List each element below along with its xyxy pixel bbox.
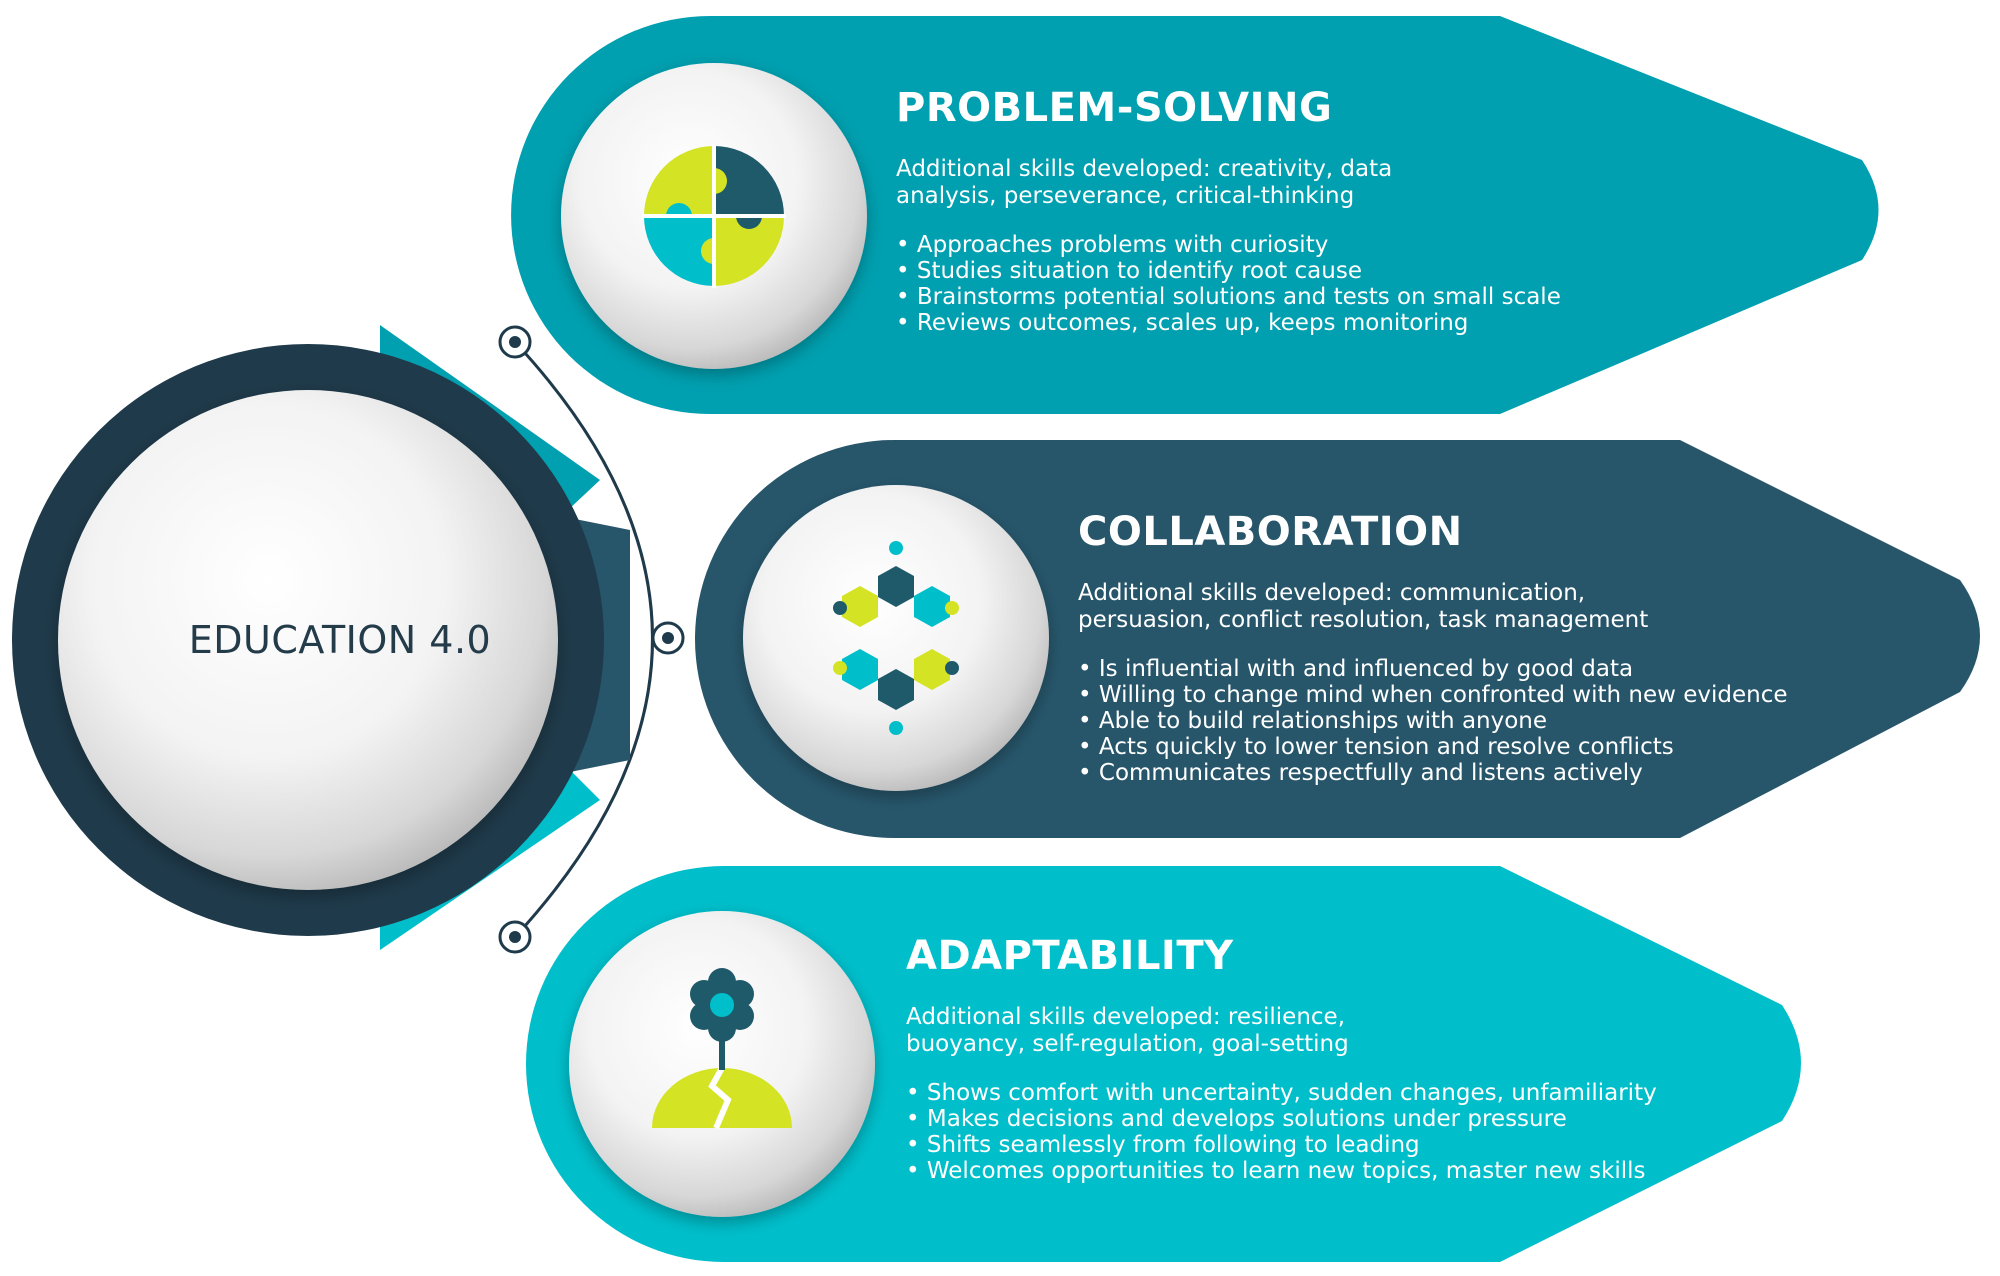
card-subtitle: Additional skills developed: resilience,… bbox=[906, 1004, 1349, 1057]
card-text-collaboration: COLLABORATION Additional skills develope… bbox=[1078, 512, 1878, 786]
connector-node-top bbox=[498, 325, 532, 359]
card-title: ADAPTABILITY bbox=[906, 933, 1234, 979]
card-title: COLLABORATION bbox=[1078, 509, 1463, 555]
card-bullets: Approaches problems with curiosity Studi… bbox=[896, 232, 1656, 336]
list-item: Communicates respectfully and listens ac… bbox=[1078, 760, 1878, 786]
connector-node-bottom bbox=[498, 920, 532, 954]
list-item: Welcomes opportunities to learn new topi… bbox=[906, 1158, 1686, 1184]
connector bbox=[498, 325, 685, 954]
list-item: Is influential with and influenced by go… bbox=[1078, 656, 1878, 682]
card-bullets: Is influential with and influenced by go… bbox=[1078, 656, 1878, 786]
hub-sphere bbox=[58, 390, 558, 890]
list-item: Shows comfort with uncertainty, sudden c… bbox=[906, 1080, 1686, 1106]
card-title: PROBLEM-SOLVING bbox=[896, 85, 1333, 131]
icon-sphere bbox=[743, 485, 1049, 791]
center-title: EDUCATION 4.0 bbox=[188, 618, 492, 662]
central-hub bbox=[12, 325, 630, 950]
card-bullets: Shows comfort with uncertainty, sudden c… bbox=[906, 1080, 1686, 1184]
list-item: Brainstorms potential solutions and test… bbox=[896, 284, 1656, 310]
list-item: Shifts seamlessly from following to lead… bbox=[906, 1132, 1686, 1158]
card-subtitle: Additional skills developed: communicati… bbox=[1078, 580, 1649, 633]
puzzle-icon bbox=[642, 144, 786, 288]
list-item: Makes decisions and develops solutions u… bbox=[906, 1106, 1686, 1132]
list-item: Acts quickly to lower tension and resolv… bbox=[1078, 734, 1878, 760]
hexagon-network-icon bbox=[833, 541, 959, 735]
flower-sprout-icon bbox=[652, 968, 792, 1130]
connector-node-middle bbox=[651, 621, 685, 655]
card-text-adaptability: ADAPTABILITY Additional skills developed… bbox=[906, 936, 1686, 1184]
list-item: Studies situation to identify root cause bbox=[896, 258, 1656, 284]
list-item: Able to build relationships with anyone bbox=[1078, 708, 1878, 734]
list-item: Willing to change mind when confronted w… bbox=[1078, 682, 1878, 708]
card-text-problem-solving: PROBLEM-SOLVING Additional skills develo… bbox=[896, 88, 1656, 336]
card-subtitle: Additional skills developed: creativity,… bbox=[896, 156, 1393, 209]
list-item: Reviews outcomes, scales up, keeps monit… bbox=[896, 310, 1656, 336]
list-item: Approaches problems with curiosity bbox=[896, 232, 1656, 258]
